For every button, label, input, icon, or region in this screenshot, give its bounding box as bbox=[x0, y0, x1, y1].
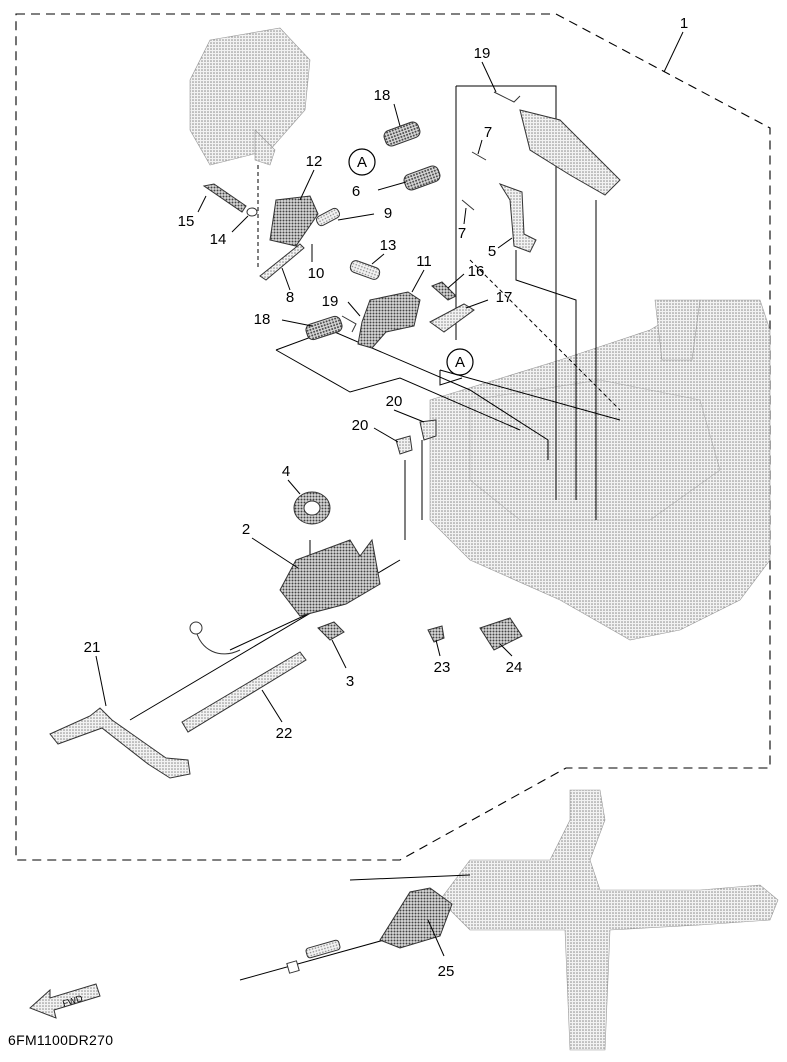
part-19-clip-upper bbox=[493, 91, 521, 103]
callout-15: 15 bbox=[178, 213, 195, 230]
tiller-bracket-ghost bbox=[439, 789, 779, 1051]
callout-17: 17 bbox=[496, 289, 513, 306]
callout-leaders bbox=[95, 31, 684, 957]
callout-20: 20 bbox=[386, 393, 403, 410]
part-25-washer bbox=[286, 960, 300, 974]
diagram-code-label: 6FM1100DR270 bbox=[8, 1032, 114, 1048]
callout-25: 25 bbox=[438, 963, 455, 980]
callout-23: 23 bbox=[434, 659, 451, 676]
callout-6: 6 bbox=[352, 183, 360, 200]
callout-22: 22 bbox=[276, 725, 293, 742]
callout-9: 9 bbox=[384, 205, 392, 222]
part-shapes bbox=[49, 91, 621, 974]
callout-13: 13 bbox=[380, 237, 397, 254]
reference-a-lower: A bbox=[446, 348, 474, 376]
callout-18: 18 bbox=[374, 87, 391, 104]
callout-1: 1 bbox=[680, 15, 688, 32]
callout-11: 11 bbox=[416, 253, 432, 270]
part-21-tiller-handle bbox=[49, 707, 191, 779]
callout-18: 18 bbox=[254, 311, 271, 328]
callout-5: 5 bbox=[488, 243, 496, 260]
callout-7: 7 bbox=[484, 124, 492, 141]
part-3-bolt bbox=[317, 621, 345, 641]
part-20-clip-right bbox=[419, 419, 437, 441]
part-22-tube bbox=[181, 651, 307, 733]
part-15-bolt bbox=[202, 183, 247, 213]
callout-3: 3 bbox=[346, 673, 354, 690]
part-18-pin-lower bbox=[305, 315, 343, 341]
callout-4: 4 bbox=[282, 463, 290, 480]
part-6-pin bbox=[403, 165, 441, 191]
part-25-grip bbox=[379, 887, 453, 949]
callout-21: 21 bbox=[84, 639, 101, 656]
callout-14: 14 bbox=[210, 231, 227, 248]
part-13-pin bbox=[349, 260, 381, 280]
part-7-clip-upper bbox=[471, 151, 487, 161]
part-24-connector bbox=[479, 617, 523, 651]
part-19-clip-lower bbox=[341, 315, 357, 333]
callout-2: 2 bbox=[242, 521, 250, 538]
part-5-lever bbox=[498, 183, 537, 253]
part-18-pin-upper bbox=[383, 121, 421, 147]
callout-24: 24 bbox=[506, 659, 523, 676]
reference-a-upper: A bbox=[348, 148, 376, 176]
ref-a-bracket bbox=[439, 370, 463, 386]
part-8-rod bbox=[259, 243, 305, 281]
part-7-clip-lower bbox=[461, 199, 475, 211]
callout-19: 19 bbox=[474, 45, 491, 62]
upper-linkage bbox=[519, 109, 621, 196]
part-14-washer bbox=[246, 207, 258, 217]
callout-7: 7 bbox=[458, 225, 466, 242]
callout-16: 16 bbox=[468, 263, 485, 280]
part-20-clip-left bbox=[395, 435, 413, 455]
part-21-wire-harness bbox=[195, 629, 241, 655]
part-9-spring bbox=[315, 207, 341, 227]
callout-10: 10 bbox=[308, 265, 325, 282]
callout-19: 19 bbox=[322, 293, 339, 310]
callout-20: 20 bbox=[352, 417, 369, 434]
part-11-shift-lever bbox=[357, 291, 421, 349]
callout-12: 12 bbox=[306, 153, 323, 170]
reference-letter: A bbox=[357, 154, 367, 171]
assembly-boundary bbox=[15, 13, 771, 861]
part-12-bracket bbox=[269, 195, 319, 247]
callout-numbers: 1 19 18 7 6 7 5 12 9 15 14 10 8 13 11 16… bbox=[84, 15, 689, 980]
recoil-starter-ghost bbox=[189, 27, 311, 166]
part-17-plate bbox=[429, 303, 475, 333]
part-25-spacer bbox=[305, 939, 341, 959]
reference-letter: A bbox=[455, 354, 465, 371]
fwd-arrow-icon: FWD bbox=[29, 983, 101, 1019]
part-2-bracket bbox=[279, 538, 381, 617]
engine-housing-ghost bbox=[429, 299, 771, 641]
part-4-oil-seal-hole bbox=[303, 500, 321, 516]
part-23-grommet bbox=[427, 625, 445, 643]
part-16-bolt bbox=[431, 281, 457, 301]
callout-8: 8 bbox=[286, 289, 294, 306]
